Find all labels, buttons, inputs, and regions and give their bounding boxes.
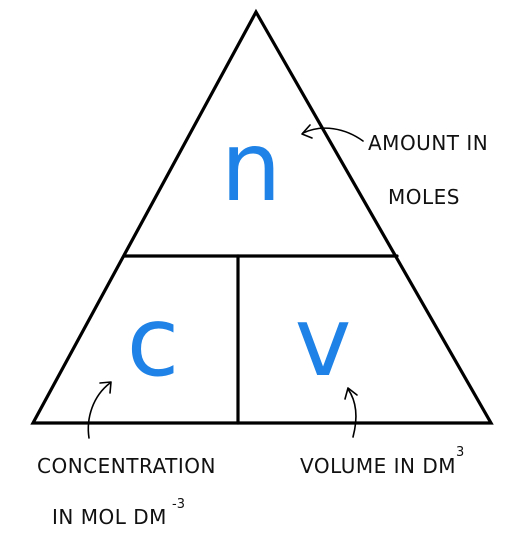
symbol-v: v	[295, 286, 352, 398]
arrow-to-n	[302, 127, 364, 142]
arrow-to-v-head	[344, 387, 358, 400]
label-amount-line1: AMOUNT IN	[368, 131, 488, 155]
triangle-outline	[30, 8, 494, 425]
label-volume-exponent: 3	[456, 445, 464, 460]
symbol-c: c	[127, 286, 180, 398]
label-concentration-line2: IN MOL DM	[52, 505, 167, 529]
arrow-to-v	[347, 388, 357, 438]
symbol-n: n	[221, 111, 282, 223]
label-concentration-line1: CONCENTRATION	[37, 454, 216, 478]
label-volume: VOLUME IN DM	[300, 454, 456, 478]
arrow-to-c-head	[99, 381, 112, 394]
arrow-to-n-head	[301, 124, 313, 139]
label-concentration-exponent: -3	[172, 497, 185, 512]
label-amount-line2: MOLES	[388, 185, 460, 209]
arrow-to-c	[87, 382, 111, 439]
